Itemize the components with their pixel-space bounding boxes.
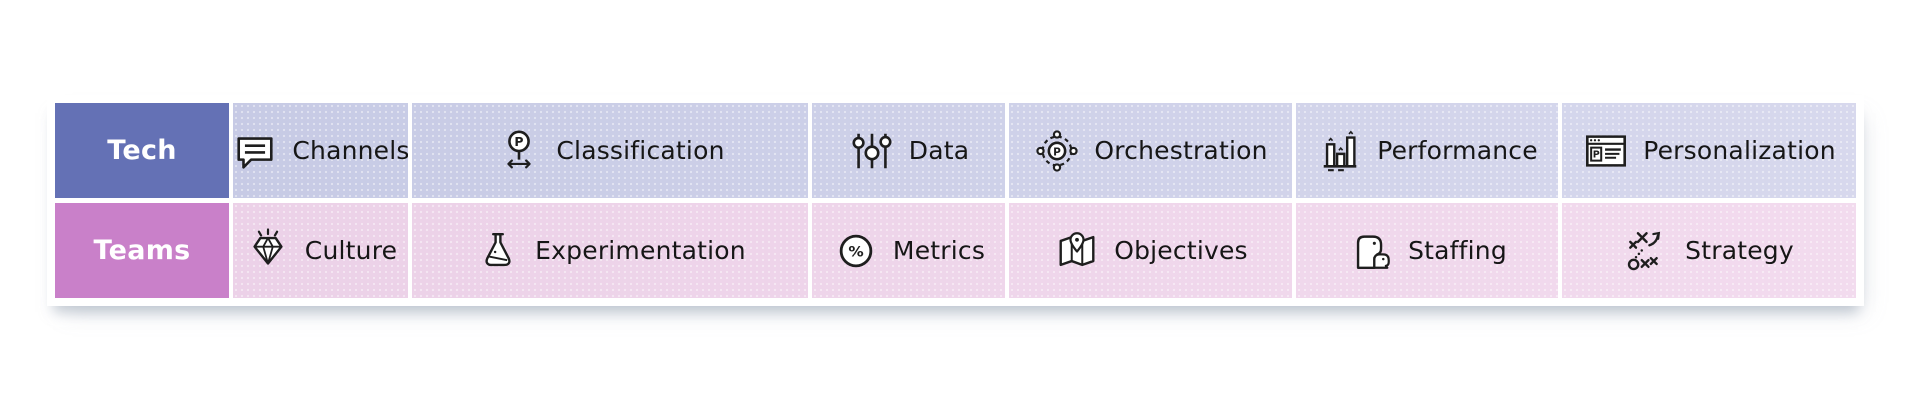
speech-bubble-icon xyxy=(231,127,279,175)
percent-circle-icon: % xyxy=(832,227,880,275)
cell-label: Metrics xyxy=(892,236,986,265)
tech-row: Tech Channels P xyxy=(55,103,1856,198)
signpost-p-arrows-icon: P xyxy=(495,127,543,175)
cell-culture: Culture xyxy=(229,203,408,298)
cell-strategy: Strategy xyxy=(1558,203,1856,298)
teams-row-header: Teams xyxy=(55,203,229,298)
two-people-icon xyxy=(1347,227,1395,275)
cell-label: Data xyxy=(908,136,970,165)
bar-chart-icon xyxy=(1316,127,1364,175)
p-orbit-nodes-icon: P xyxy=(1033,127,1081,175)
cell-data: Data xyxy=(808,103,1005,198)
cell-objectives: Objectives xyxy=(1005,203,1292,298)
cell-channels: Channels xyxy=(229,103,410,198)
cell-label: Classification xyxy=(556,136,725,165)
browser-window-p-icon: P xyxy=(1582,127,1630,175)
cell-label: Channels xyxy=(292,136,410,165)
map-pin-icon xyxy=(1053,227,1101,275)
cell-performance: Performance xyxy=(1292,103,1558,198)
matrix-card: Tech Channels P xyxy=(47,95,1864,306)
svg-text:P: P xyxy=(1053,146,1061,158)
cell-label: Performance xyxy=(1377,136,1538,165)
svg-text:P: P xyxy=(515,134,524,149)
cell-label: Objectives xyxy=(1114,236,1248,265)
teams-row: Teams Culture xyxy=(55,203,1856,298)
cell-label: Staffing xyxy=(1408,236,1507,265)
cell-classification: P Classification xyxy=(408,103,808,198)
tactics-xo-arrow-icon xyxy=(1624,227,1672,275)
cell-label: Experimentation xyxy=(535,236,746,265)
svg-text:P: P xyxy=(1593,149,1600,160)
tech-row-title: Tech xyxy=(107,135,177,166)
gem-sparkle-icon xyxy=(244,227,292,275)
tech-row-header: Tech xyxy=(55,103,229,198)
svg-text:%: % xyxy=(848,242,863,260)
cell-label: Culture xyxy=(304,236,398,265)
cell-staffing: Staffing xyxy=(1292,203,1558,298)
cell-label: Strategy xyxy=(1685,236,1794,265)
flask-icon xyxy=(474,227,522,275)
cell-label: Personalization xyxy=(1643,136,1836,165)
cell-orchestration: P Orchestration xyxy=(1005,103,1292,198)
teams-row-title: Teams xyxy=(93,235,191,266)
cell-experimentation: Experimentation xyxy=(408,203,808,298)
cell-personalization: P Personalization xyxy=(1558,103,1856,198)
cell-label: Orchestration xyxy=(1094,136,1268,165)
sliders-icon xyxy=(848,127,896,175)
cell-metrics: % Metrics xyxy=(808,203,1005,298)
